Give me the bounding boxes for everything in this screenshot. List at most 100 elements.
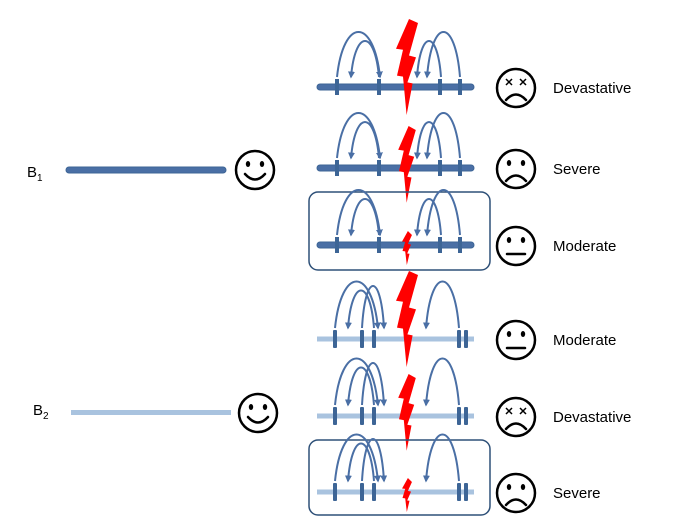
variant-row-4: Moderate <box>317 271 616 367</box>
mouth <box>504 93 528 102</box>
locus-marker-5 <box>464 407 468 425</box>
interaction-arrow-2 <box>361 285 388 330</box>
variant-row-3: Moderate <box>308 189 616 271</box>
dead-face <box>495 396 537 438</box>
locus-marker-4 <box>457 407 461 425</box>
variant-row-5: Devastative <box>317 357 631 451</box>
interaction-arrow-1 <box>336 31 383 79</box>
disruption-bolt <box>398 374 416 451</box>
face-outline <box>495 396 537 438</box>
locus-marker-3 <box>438 79 442 95</box>
interaction-arrow-2 <box>361 362 388 407</box>
highlight-box <box>308 439 491 516</box>
mouth <box>504 422 528 431</box>
locus-marker-5 <box>464 483 468 501</box>
disruption-bolt <box>396 271 418 367</box>
baseline-b1: B 1 <box>27 149 276 191</box>
locus-marker-4 <box>457 330 461 348</box>
interaction-arrow-3 <box>344 366 375 407</box>
severity-label: Devastative <box>553 80 631 97</box>
face-outline <box>234 149 276 191</box>
locus-marker-3 <box>438 160 442 176</box>
interaction-arrow-1 <box>334 433 381 483</box>
severity-label: Devastative <box>553 409 631 426</box>
interaction-arrow-4 <box>422 433 460 483</box>
interaction-arrow-3 <box>344 442 375 483</box>
baseline-b2-label: B <box>33 402 43 419</box>
neutral-face <box>495 225 537 267</box>
variant-rows: DevastativeSevereModerateModerateDevasta… <box>308 19 631 516</box>
mouth <box>243 172 267 181</box>
interaction-arrow-3 <box>423 189 461 237</box>
severity-label: Moderate <box>553 238 616 255</box>
locus-marker-2 <box>360 330 364 348</box>
locus-marker-1 <box>333 483 337 501</box>
interaction-arrow-1 <box>334 280 381 330</box>
locus-marker-1 <box>333 407 337 425</box>
left-eye <box>248 404 254 410</box>
severity-label: Moderate <box>553 332 616 349</box>
left-eye <box>506 237 512 243</box>
locus-marker-2 <box>377 237 381 253</box>
baseline-b2-subscript: 2 <box>43 411 49 422</box>
right-x-eye <box>519 407 527 415</box>
locus-marker-2 <box>377 160 381 176</box>
interaction-arrow-4 <box>413 198 442 237</box>
left-eye <box>506 160 512 166</box>
frown-face <box>495 472 537 514</box>
baseline-b1-chromosome <box>65 166 227 174</box>
interaction-arrow-2 <box>361 438 388 483</box>
locus-marker-4 <box>458 79 462 95</box>
locus-marker-4 <box>458 237 462 253</box>
disruption-bolt <box>398 126 416 203</box>
locus-marker-1 <box>333 330 337 348</box>
interaction-arrow-3 <box>423 112 461 160</box>
severity-label: Severe <box>553 161 601 178</box>
dead-face <box>495 67 537 109</box>
baseline-b2-chromosome <box>71 410 231 415</box>
locus-marker-5 <box>464 330 468 348</box>
interaction-arrow-2 <box>347 121 380 160</box>
baseline-b1-smile-face-drawing <box>234 149 276 191</box>
interaction-arrow-3 <box>344 289 375 330</box>
right-eye <box>520 484 526 490</box>
chromosome-line <box>317 336 474 342</box>
interaction-arrow-3 <box>423 31 461 79</box>
left-eye <box>506 484 512 490</box>
interaction-arrow-2 <box>347 40 380 79</box>
baseline-b1-smile-face <box>234 149 276 191</box>
locus-marker-4 <box>457 483 461 501</box>
chromosome-line <box>317 489 474 495</box>
severity-label: Severe <box>553 485 601 502</box>
baseline-b1-subscript: 1 <box>37 173 43 184</box>
right-eye <box>520 331 526 337</box>
interaction-arrow-1 <box>334 357 381 407</box>
disruption-bolt <box>402 231 412 265</box>
variant-row-2: Severe <box>316 112 601 203</box>
baseline-b2-smile-face <box>237 392 279 434</box>
locus-marker-2 <box>360 483 364 501</box>
interaction-arrow-1 <box>336 112 383 160</box>
locus-marker-4 <box>458 160 462 176</box>
locus-marker-2 <box>377 79 381 95</box>
disruption-bolt <box>396 19 418 115</box>
locus-marker-1 <box>335 160 339 176</box>
right-eye <box>262 404 268 410</box>
baseline-b2: B 2 <box>33 392 279 434</box>
variant-row-1: Devastative <box>316 19 631 115</box>
left-eye <box>245 161 251 167</box>
baseline-b2-smile-face-drawing <box>237 392 279 434</box>
locus-marker-3 <box>438 237 442 253</box>
chromosome-line <box>317 413 474 419</box>
disruption-bolt <box>402 478 412 512</box>
interaction-arrow-4 <box>413 40 442 79</box>
variant-row-6: Severe <box>308 433 601 516</box>
interaction-arrow-1 <box>336 189 383 237</box>
left-x-eye <box>505 78 513 86</box>
face-outline <box>495 148 537 190</box>
locus-marker-3 <box>372 330 376 348</box>
mouth <box>246 415 270 424</box>
chromosome-line <box>316 83 475 91</box>
right-x-eye <box>519 78 527 86</box>
